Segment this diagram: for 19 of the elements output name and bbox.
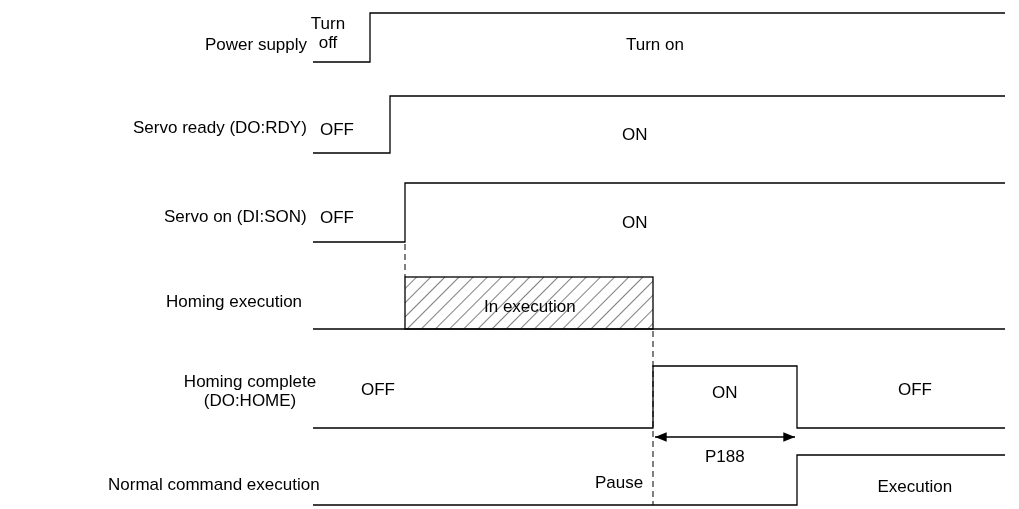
state-label: Execution <box>877 477 953 496</box>
state-label: OFF <box>320 120 354 139</box>
state-label: OFF <box>361 380 395 399</box>
state-label: Turn on <box>626 35 684 54</box>
pulse-label: In execution <box>484 297 576 316</box>
state-label: ON <box>712 383 738 402</box>
signal-name: Homing execution <box>166 292 303 311</box>
state-label: Pause <box>595 473 644 492</box>
signal-name: Servo ready (DO:RDY) <box>133 118 307 137</box>
signal-name: Normal command execution <box>108 475 320 494</box>
state-label: OFF <box>898 380 932 399</box>
signal-name: Power supply <box>205 35 308 54</box>
dimension-label: P188 <box>705 447 745 466</box>
state-label: OFF <box>320 208 354 227</box>
signal-name: Servo on (DI:SON) <box>164 207 307 226</box>
state-label: ON <box>622 213 648 232</box>
signal-name: Homing complete (DO:HOME) <box>182 372 318 410</box>
state-label: ON <box>622 125 648 144</box>
state-label: Turn off <box>310 14 346 52</box>
